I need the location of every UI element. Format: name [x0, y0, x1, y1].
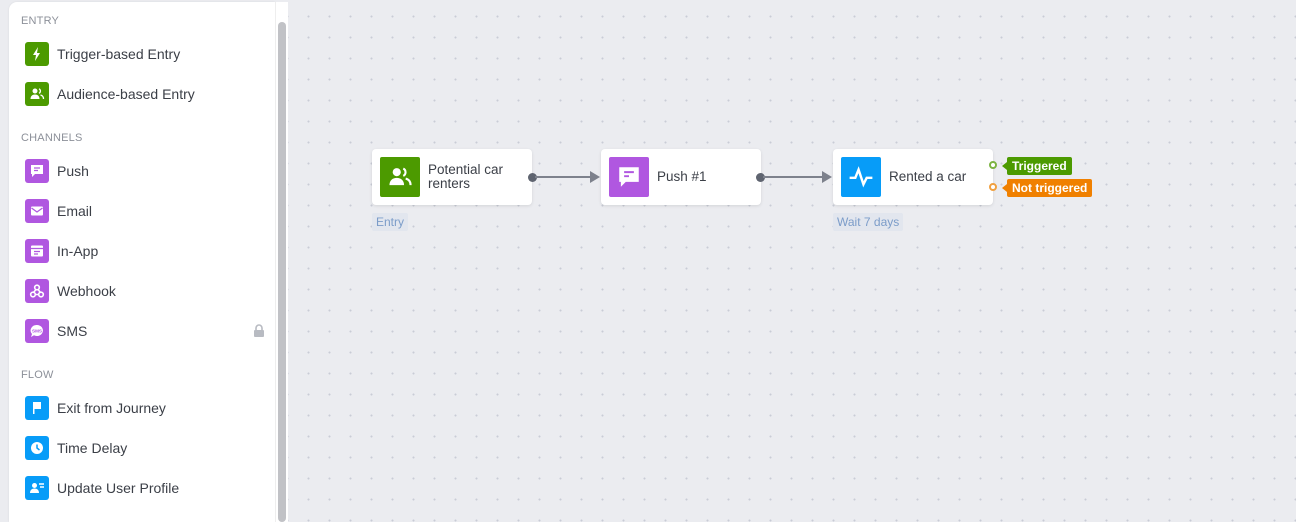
- node-push-1[interactable]: Push #1: [601, 149, 761, 205]
- lightning-icon: [25, 42, 49, 66]
- sidebar-item-label: Webhook: [57, 283, 116, 299]
- node-rented-a-car[interactable]: Rented a car: [833, 149, 993, 205]
- connector-line: [763, 176, 823, 178]
- sidebar-item-email[interactable]: Email: [25, 197, 265, 225]
- in-app-icon: [25, 239, 49, 263]
- svg-text:SMS: SMS: [32, 329, 42, 334]
- section-channels: CHANNELS: [21, 132, 83, 144]
- sidebar-panel: [9, 2, 275, 522]
- sidebar-item-in-app[interactable]: In-App: [25, 237, 265, 265]
- sidebar-item-label: Trigger-based Entry: [57, 46, 181, 62]
- not-triggered-port[interactable]: [989, 183, 997, 191]
- users-icon: [25, 82, 49, 106]
- section-entry: ENTRY: [21, 15, 60, 27]
- lock-icon: [253, 324, 265, 343]
- sidebar-item-label: SMS: [57, 323, 88, 339]
- sidebar-item-label: Exit from Journey: [57, 400, 166, 416]
- arrow-head-icon: [822, 171, 832, 183]
- node-label: Push #1: [657, 169, 707, 184]
- scrollbar-thumb[interactable]: [278, 22, 286, 522]
- sidebar-item-time-delay[interactable]: Time Delay: [25, 434, 265, 462]
- sidebar-item-update-user-profile[interactable]: Update User Profile: [25, 474, 265, 502]
- sidebar-item-label: In-App: [57, 243, 99, 259]
- sidebar-item-label: Email: [57, 203, 93, 219]
- sidebar-item-sms[interactable]: SMS SMS: [25, 317, 265, 345]
- arrow-head-icon: [590, 171, 600, 183]
- node-label: Potential car renters: [428, 162, 504, 191]
- sidebar-item-label: Push: [57, 163, 89, 179]
- activity-icon: [841, 157, 881, 197]
- node-potential-car-renters[interactable]: Potential car renters: [372, 149, 532, 205]
- node-label: Rented a car: [889, 169, 967, 184]
- node-tag-wait: Wait 7 days: [833, 213, 904, 231]
- sidebar-item-label: Update User Profile: [57, 480, 180, 496]
- not-triggered-badge: Not triggered: [1001, 179, 1093, 197]
- output-port[interactable]: [756, 173, 765, 182]
- sidebar-item-trigger-based-entry[interactable]: Trigger-based Entry: [25, 40, 265, 68]
- sidebar-item-push[interactable]: Push: [25, 157, 265, 185]
- sidebar-item-label: Time Delay: [57, 440, 128, 456]
- connector-line: [535, 176, 591, 178]
- sidebar-item-exit-from-journey[interactable]: Exit from Journey: [25, 394, 265, 422]
- users-icon: [380, 157, 420, 197]
- webhook-icon: [25, 279, 49, 303]
- user-profile-icon: [25, 476, 49, 500]
- node-tag-entry: Entry: [372, 213, 409, 231]
- clock-icon: [25, 436, 49, 460]
- message-icon: [25, 159, 49, 183]
- envelope-icon: [25, 199, 49, 223]
- sidebar-item-webhook[interactable]: Webhook: [25, 277, 265, 305]
- sms-icon: SMS: [25, 319, 49, 343]
- sidebar-item-audience-based-entry[interactable]: Audience-based Entry: [25, 80, 265, 108]
- sidebar-item-label: Audience-based Entry: [57, 86, 195, 102]
- output-port[interactable]: [528, 173, 537, 182]
- section-flow: FLOW: [21, 369, 54, 381]
- message-icon: [609, 157, 649, 197]
- triggered-port[interactable]: [989, 161, 997, 169]
- triggered-badge: Triggered: [1002, 157, 1072, 175]
- flag-icon: [25, 396, 49, 420]
